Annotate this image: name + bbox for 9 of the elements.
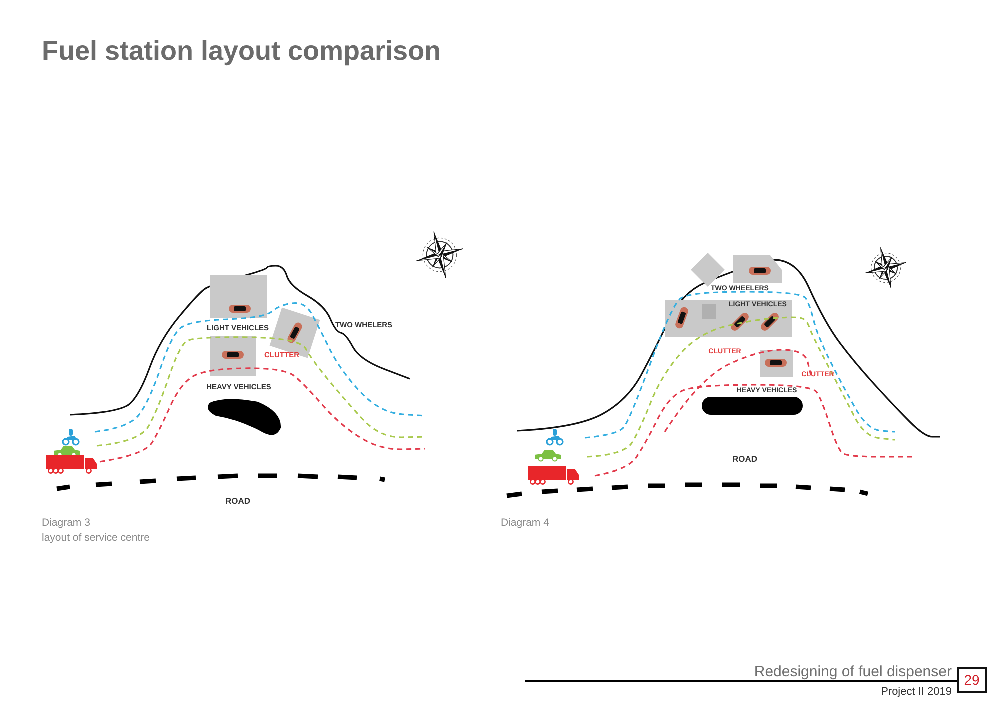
caption: Diagram 3 [42,517,90,529]
footer-title: Redesigning of fuel dispenser [754,664,952,680]
footer-project: Project II 2019 [881,686,952,698]
page-number-box: 29 [957,667,987,693]
caption: layout of service centre [42,532,150,544]
page-title: Fuel station layout comparison [42,36,442,67]
road-label: ROAD [225,496,251,506]
caption: Diagram 4 [501,517,550,529]
road-label: ROAD [732,454,758,464]
